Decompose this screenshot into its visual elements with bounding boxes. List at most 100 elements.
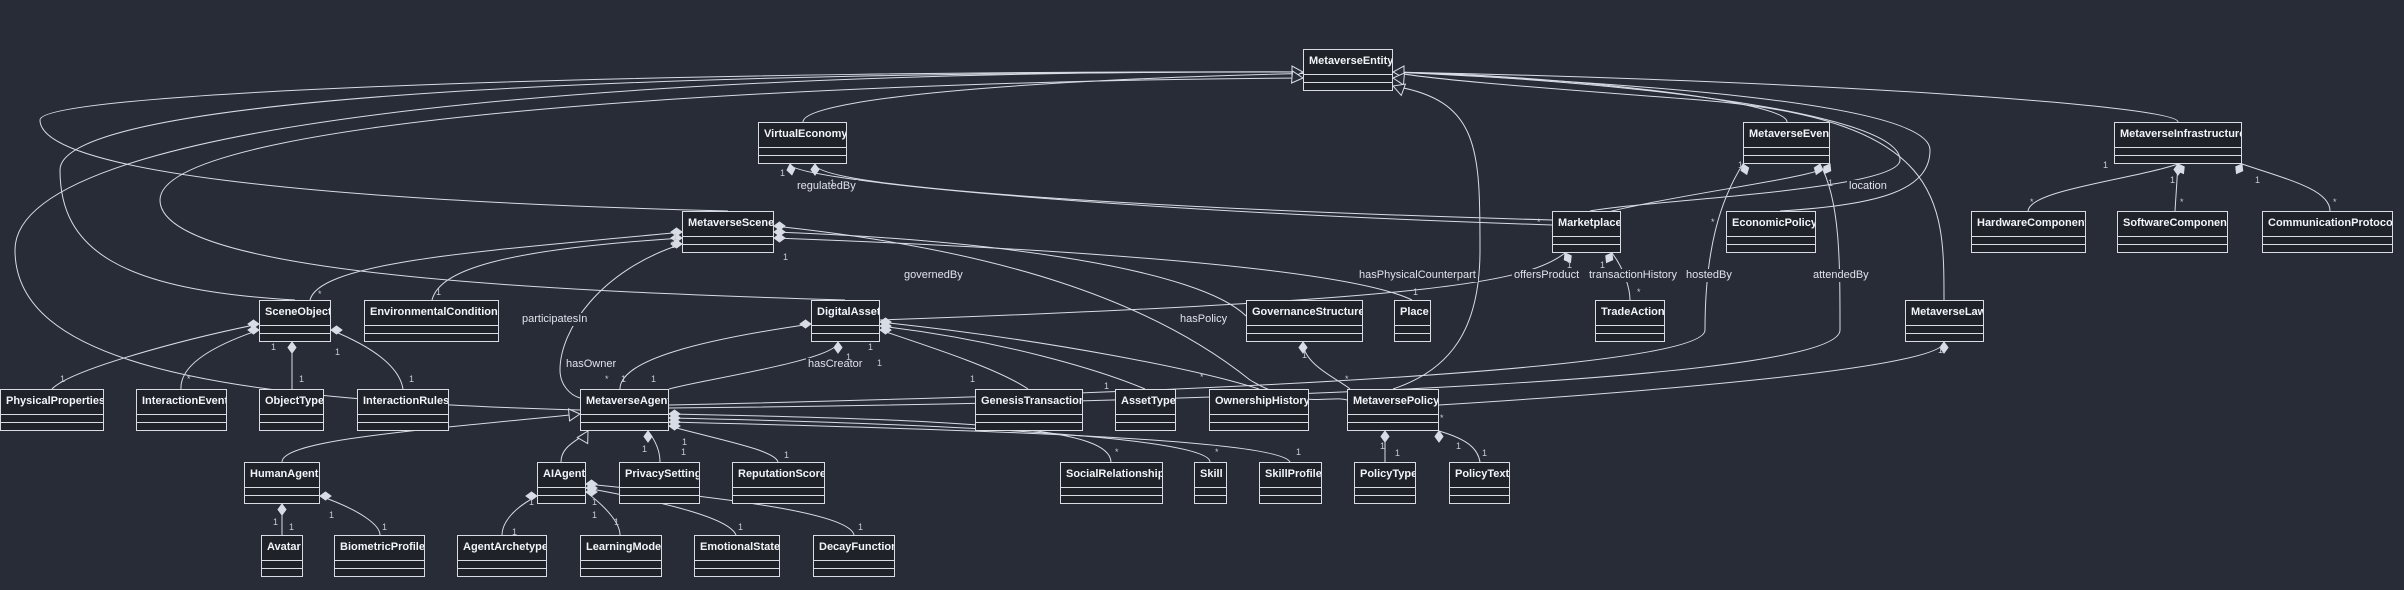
attributes-compartment	[1210, 415, 1308, 423]
methods-compartment	[581, 423, 668, 430]
multiplicity-marker: *	[1200, 372, 1204, 382]
methods-compartment	[695, 569, 779, 576]
generalization-line-6	[1392, 71, 1901, 212]
attributes-compartment	[581, 561, 661, 569]
association-line-9	[773, 231, 1247, 317]
class-digital-asset: DigitalAsset	[811, 300, 880, 342]
multiplicity-marker: 1	[621, 374, 627, 384]
class-name: HardwareComponent	[1972, 212, 2085, 237]
multiplicity-marker: 1	[1104, 381, 1110, 391]
multiplicity-marker: 1	[858, 522, 864, 532]
multiplicity-marker: 1	[529, 497, 535, 507]
association-line-31	[668, 425, 779, 463]
methods-compartment	[1116, 423, 1175, 430]
class-name: DigitalAsset	[812, 301, 879, 326]
edge-label-participates-in: participatesIn	[520, 313, 590, 326]
multiplicity-marker: *	[1440, 413, 1444, 423]
class-interaction-rules: InteractionRules	[357, 389, 449, 431]
association-line-27	[1438, 341, 1945, 406]
attributes-compartment	[1304, 75, 1392, 83]
class-skill: Skill	[1194, 462, 1227, 504]
methods-compartment	[358, 423, 448, 430]
multiplicity-marker: 1	[970, 374, 976, 384]
association-line-21	[619, 323, 812, 390]
class-name: EmotionalState	[695, 536, 779, 561]
association-line-23	[879, 329, 1029, 390]
methods-compartment	[458, 569, 546, 576]
methods-compartment	[1304, 83, 1392, 90]
multiplicity-marker: 1	[335, 347, 341, 357]
multiplicity-marker: 1	[409, 374, 415, 384]
class-name: Avatar	[262, 536, 302, 561]
class-communication-protocol: CommunicationProtocol	[2262, 211, 2393, 253]
methods-compartment	[538, 496, 585, 503]
composition-diamond	[319, 491, 332, 501]
class-name: SoftwareComponent	[2118, 212, 2227, 237]
multiplicity-marker: 1	[382, 522, 388, 532]
multiplicity-marker: *	[2333, 197, 2337, 207]
multiplicity-marker: 1	[783, 252, 789, 262]
composition-diamond	[670, 227, 683, 237]
association-line-34	[1438, 430, 1481, 463]
multiplicity-marker: 1	[738, 522, 744, 532]
class-virtual-economy: VirtualEconomy	[758, 122, 847, 164]
attributes-compartment	[695, 561, 779, 569]
multiplicity-marker: 1	[1296, 447, 1302, 457]
attributes-compartment	[358, 415, 448, 423]
methods-compartment	[1061, 496, 1162, 503]
class-name: AssetType	[1116, 390, 1175, 415]
attributes-compartment	[1450, 488, 1509, 496]
composition-diamond	[277, 503, 287, 516]
generalization-arrowhead	[576, 430, 589, 445]
methods-compartment	[1355, 496, 1415, 503]
multiplicity-marker: 1	[271, 342, 277, 352]
attributes-compartment	[976, 415, 1082, 423]
methods-compartment	[1, 423, 103, 430]
association-line-11	[773, 225, 1348, 401]
attributes-compartment	[458, 561, 546, 569]
composition-diamond	[670, 239, 683, 249]
generalization-line-10	[159, 77, 1304, 301]
class-object-type: ObjectType	[259, 389, 324, 431]
methods-compartment	[262, 569, 302, 576]
generalization-human-agent	[281, 413, 581, 463]
association-line-7	[789, 163, 1553, 226]
class-name: DecayFunction	[814, 536, 894, 561]
class-name: TradeAction	[1596, 301, 1664, 326]
methods-compartment	[365, 334, 498, 341]
association-line-25	[879, 321, 1260, 390]
class-asset-type: AssetType	[1115, 389, 1176, 431]
class-name: GovernanceStructure	[1247, 301, 1362, 326]
class-social-relationship: SocialRelationship	[1060, 462, 1163, 504]
association-line-8	[814, 163, 1553, 221]
multiplicity-marker: 1	[1938, 345, 1944, 355]
attributes-compartment	[262, 561, 302, 569]
multiplicity-marker: 1	[60, 374, 66, 384]
multiplicity-marker: 1	[2103, 160, 2109, 170]
methods-compartment	[1195, 496, 1226, 503]
multiplicity-marker: 1	[1738, 160, 1744, 170]
class-name: Skill	[1195, 463, 1226, 488]
attributes-compartment	[137, 415, 226, 423]
multiplicity-marker: *	[1637, 287, 1641, 297]
methods-compartment	[1450, 496, 1509, 503]
methods-compartment	[581, 569, 661, 576]
generalization-line-4	[39, 71, 1304, 212]
class-metaverse-agent: MetaverseAgent	[580, 389, 669, 431]
multiplicity-marker: *	[2180, 197, 2184, 207]
association-line-15	[879, 252, 1566, 321]
multiplicity-marker: 1	[1413, 287, 1419, 297]
methods-compartment	[812, 334, 879, 341]
edge-label-transaction-history: transactionHistory	[1587, 269, 1680, 282]
class-name: MetaverseLaw	[1906, 301, 1983, 326]
composition-diamond	[810, 163, 820, 176]
generalization-line-9	[1392, 85, 1481, 390]
multiplicity-marker: 1	[592, 497, 598, 507]
attributes-compartment	[1596, 326, 1664, 334]
class-agent-archetype: AgentArchetype	[457, 535, 547, 577]
class-skill-profile: SkillProfile	[1259, 462, 1322, 504]
attributes-compartment	[1, 415, 103, 423]
composition-diamond	[1939, 341, 1949, 354]
multiplicity-marker: 1	[1600, 260, 1606, 270]
